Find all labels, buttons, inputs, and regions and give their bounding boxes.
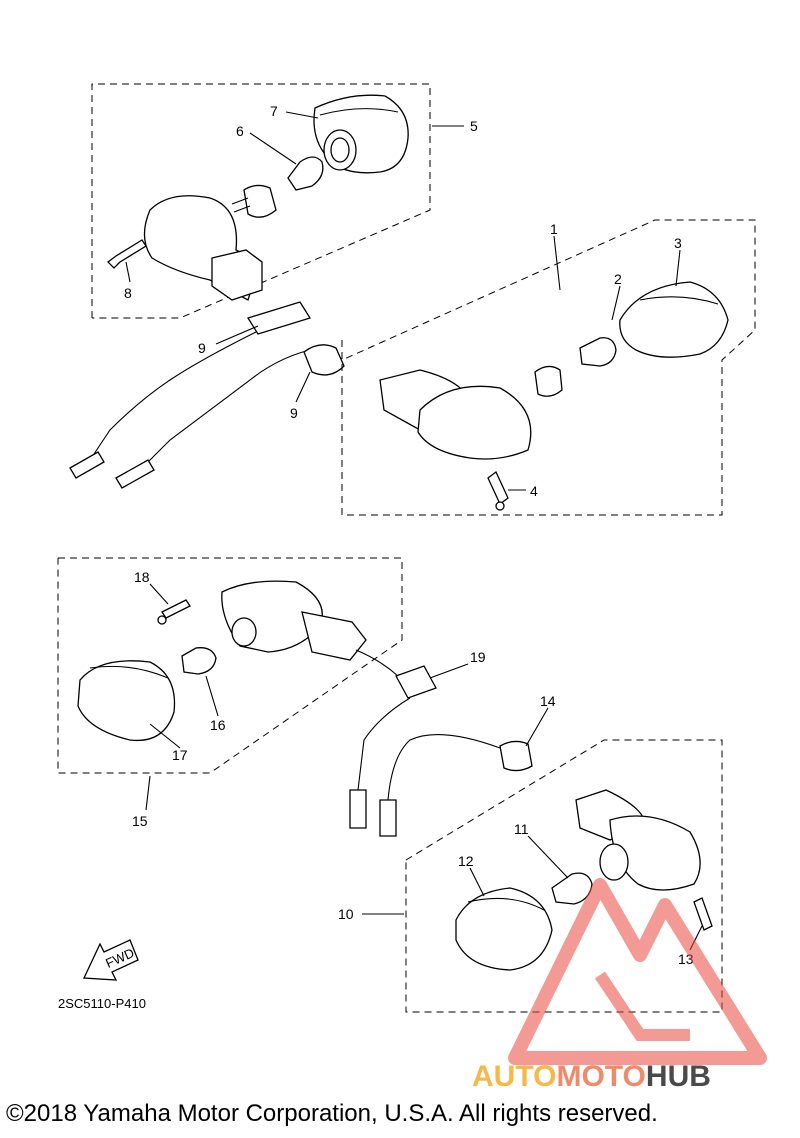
callout-12: 12 [458, 853, 474, 869]
callout-7: 7 [270, 103, 278, 119]
callout-15: 15 [132, 813, 148, 829]
callout-3: 3 [674, 235, 682, 251]
callout-16: 16 [210, 717, 226, 733]
assembly-5-frame [91, 83, 431, 319]
housing-upper-right [379, 369, 532, 460]
callout-4: 4 [530, 483, 538, 499]
bulb-6 [287, 156, 324, 191]
bulb-16 [181, 647, 217, 675]
leader-lines [125, 111, 703, 951]
grommet-9b [303, 344, 345, 376]
housing-middle-left [221, 580, 367, 661]
grommet-14 [499, 740, 533, 772]
wires-middle [349, 649, 501, 837]
connector-9a [247, 301, 311, 335]
screw-13 [693, 897, 713, 931]
socket-upper-right [534, 365, 563, 397]
callout-10: 10 [338, 906, 354, 922]
screw-18 [157, 599, 191, 625]
bulb-11 [551, 872, 593, 905]
assembly-10-frame [405, 739, 723, 1013]
lens-3 [619, 281, 729, 358]
callout-19: 19 [470, 649, 486, 665]
screw-8 [107, 239, 147, 269]
diagram-code: 2SC5110-P410 [58, 996, 146, 1011]
callout-8: 8 [124, 285, 132, 301]
connector-19 [395, 665, 437, 699]
assembly-1-frame [341, 219, 756, 516]
callout-11: 11 [514, 821, 529, 837]
callout-9a: 9 [198, 340, 206, 356]
callout-5: 5 [470, 118, 478, 134]
lens-17 [77, 660, 176, 742]
housing-upper-left [143, 195, 263, 301]
wires-upper-left [69, 331, 319, 489]
callout-1: 1 [550, 221, 558, 237]
watermark-logo [508, 878, 767, 1065]
assembly-15-frame [57, 557, 403, 774]
bulb-2 [579, 337, 617, 367]
housing-lower-right [575, 789, 701, 891]
screw-4 [487, 470, 509, 511]
copyright-notice: ©2018 Yamaha Motor Corporation, U.S.A. A… [6, 1100, 658, 1127]
callout-14: 14 [540, 693, 556, 709]
callout-9b: 9 [290, 405, 298, 421]
callout-2: 2 [614, 271, 622, 287]
callout-17: 17 [172, 747, 188, 763]
lens-7 [313, 94, 409, 174]
lens-12 [455, 887, 553, 971]
socket-upper-left [231, 184, 277, 218]
callout-18: 18 [134, 569, 150, 585]
watermark-text: AUTOMOTOHUB [472, 1060, 711, 1093]
callout-6: 6 [236, 123, 244, 139]
fwd-arrow: FWD [83, 939, 139, 981]
socket-lower-right [599, 843, 629, 881]
